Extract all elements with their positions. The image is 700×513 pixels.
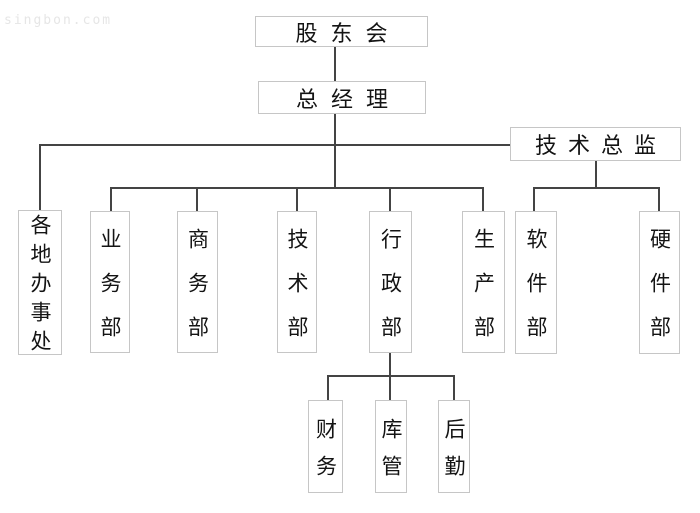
node-software: 软件部 xyxy=(515,211,557,360)
node-shareholders-label: 股东会 xyxy=(295,21,401,47)
node-commerce-label: 商务部 xyxy=(185,227,210,360)
node-tech-director-label: 技术总监 xyxy=(534,134,667,159)
node-logistics-label: 后勤 xyxy=(442,417,466,492)
node-offices: 各地办事处 xyxy=(18,210,62,359)
node-shareholders: 股东会 xyxy=(255,16,428,47)
connector-drop-technology xyxy=(296,188,298,211)
connector-techdirector-children-horizontal xyxy=(533,187,660,189)
node-hardware-label: 硬件部 xyxy=(647,228,672,360)
connector-drop-commerce xyxy=(196,188,198,211)
connector-drop-admin xyxy=(389,188,391,211)
node-business: 业务部 xyxy=(90,211,130,360)
node-production: 生产部 xyxy=(462,211,505,360)
node-offices-label: 各地办事处 xyxy=(28,214,52,359)
node-finance: 财务 xyxy=(308,400,343,493)
node-warehouse-label: 库管 xyxy=(379,417,403,492)
connector-drop-logistics xyxy=(453,376,455,400)
connector-drop-offices xyxy=(39,145,41,210)
connector-techdirector-down xyxy=(595,161,597,188)
node-warehouse: 库管 xyxy=(375,400,407,493)
connector-drop-production xyxy=(482,188,484,211)
connector-drop-hardware xyxy=(658,188,660,211)
node-hardware: 硬件部 xyxy=(639,211,680,360)
connector-drop-finance xyxy=(327,376,329,400)
node-commerce: 商务部 xyxy=(177,211,218,360)
node-finance-label: 财务 xyxy=(313,417,338,492)
node-general-manager: 总经理 xyxy=(258,81,426,114)
connector-admin-down xyxy=(389,353,391,376)
connector-drop-business xyxy=(110,188,112,211)
node-admin-label: 行政部 xyxy=(378,227,403,360)
node-admin: 行政部 xyxy=(369,211,412,360)
node-business-label: 业务部 xyxy=(98,227,122,360)
node-production-label: 生产部 xyxy=(471,227,496,360)
connector-shareholders-gm xyxy=(334,47,336,81)
node-software-label: 软件部 xyxy=(524,228,548,360)
node-tech-director: 技术总监 xyxy=(510,127,681,161)
node-general-manager-label: 总经理 xyxy=(295,87,401,113)
connector-drop-software xyxy=(533,188,535,211)
node-technology-label: 技术部 xyxy=(285,227,309,360)
connector-level1-horizontal xyxy=(39,144,511,146)
node-technology: 技术部 xyxy=(277,211,317,360)
connector-gm-down xyxy=(334,114,336,188)
connector-drop-warehouse xyxy=(389,376,391,400)
watermark-text: singbon.com xyxy=(4,13,113,28)
node-logistics: 后勤 xyxy=(438,400,470,493)
connector-admin-children-horizontal xyxy=(327,375,455,377)
